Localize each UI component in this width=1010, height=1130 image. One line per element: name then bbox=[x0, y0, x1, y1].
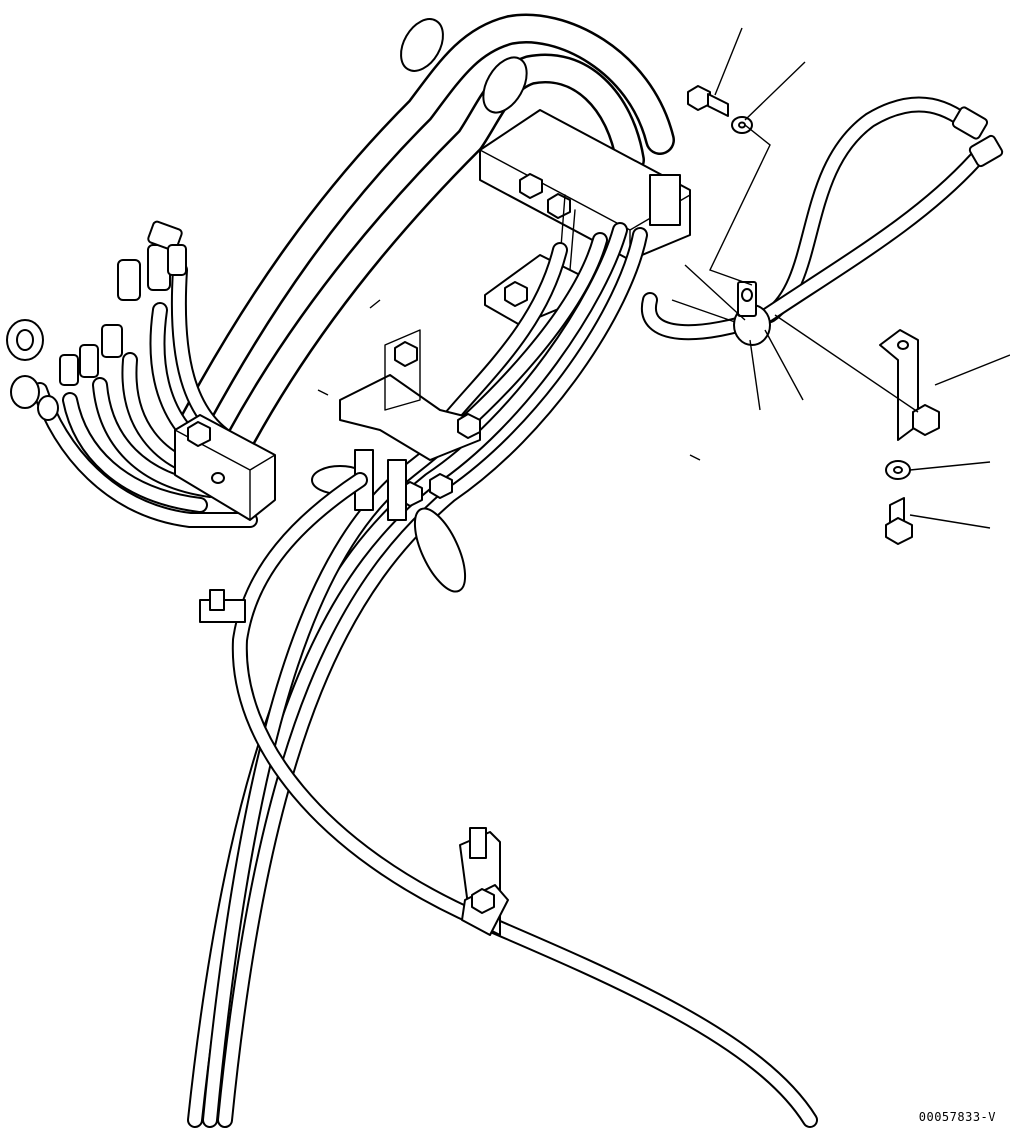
leader-washer-right bbox=[909, 461, 991, 471]
leader-clamp-c bbox=[671, 299, 736, 323]
exploded-hardware-top bbox=[687, 85, 753, 134]
washer-right-icon bbox=[885, 460, 911, 480]
leader-block-link bbox=[689, 454, 701, 461]
bolt-top-icon bbox=[687, 85, 729, 117]
leader-bracket bbox=[934, 354, 1010, 386]
leader-clamp-b bbox=[684, 264, 746, 321]
leader-dash-left bbox=[317, 389, 329, 396]
large-upper-hoses bbox=[180, 13, 675, 455]
callout-leaders bbox=[317, 27, 1010, 529]
leader-clamp-a bbox=[709, 124, 771, 286]
lower-clamp bbox=[459, 827, 509, 936]
right-tube bbox=[640, 96, 1004, 346]
leader-bolt-top bbox=[714, 27, 743, 96]
left-hose-bundle bbox=[6, 220, 276, 528]
left-small-tube bbox=[199, 472, 818, 1128]
leader-bolt-right bbox=[909, 514, 991, 529]
bolt-right-icon bbox=[885, 497, 913, 545]
bracket-icon bbox=[879, 329, 940, 441]
leader-bracket-link bbox=[774, 314, 919, 413]
leader-washer-top bbox=[744, 61, 806, 121]
leader-center bbox=[369, 299, 381, 309]
leader-clamp-d bbox=[749, 339, 761, 411]
hose-fittings bbox=[6, 220, 187, 421]
exploded-hardware-right bbox=[879, 329, 940, 545]
drawing-code: 00057833-V bbox=[918, 1110, 996, 1124]
washer-top-icon bbox=[731, 116, 753, 134]
leader-clamp-e bbox=[764, 329, 804, 401]
central-hose-bundle bbox=[187, 222, 648, 1128]
